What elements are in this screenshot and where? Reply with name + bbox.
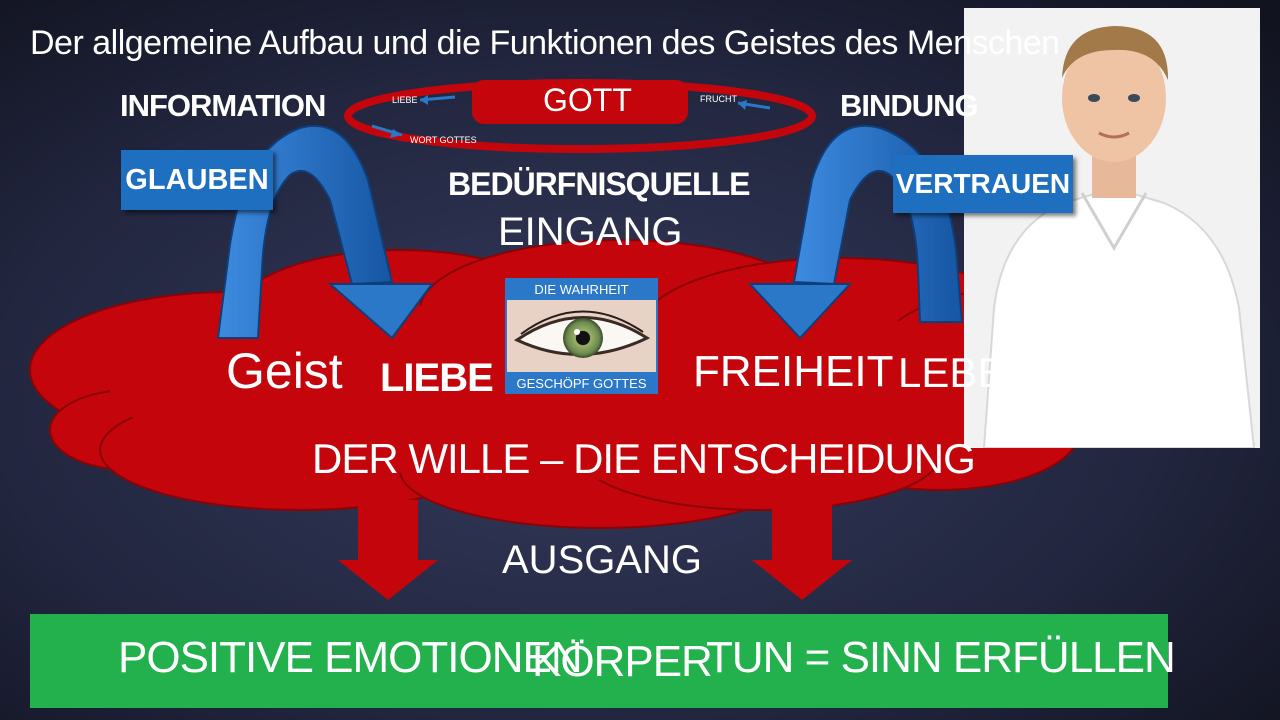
cloud-label-geist: Geist	[226, 343, 343, 399]
gott-ring	[344, 79, 816, 153]
label-bindung: BINDUNG	[840, 88, 979, 123]
cloud-label-freiheit: FREIHEIT	[693, 347, 894, 396]
output-tun-sinn-erfuellen: TUN = SINN ERFÜLLEN	[706, 633, 1176, 682]
eye-image-box: DIE WAHRHEIT GESCHÖPF GOTTES	[505, 278, 658, 394]
label-vertrauen: VERTRAUEN	[893, 155, 1073, 213]
cloud-label-liebe: LIEBE	[380, 356, 494, 400]
label-glauben: GLAUBEN	[121, 150, 273, 210]
label-gott: GOTT	[543, 82, 632, 118]
label-ausgang: AUSGANG	[502, 538, 703, 582]
output-arrows	[338, 480, 852, 600]
cloud-label-leben: LEBEN	[898, 349, 1036, 396]
page-title: Der allgemeine Aufbau und die Funktionen…	[30, 24, 1060, 62]
output-koerper: KÖRPER	[532, 637, 713, 686]
ring-label-wort-gottes: WORT GOTTES	[410, 135, 477, 145]
output-bar	[30, 614, 1168, 708]
eye-bottom-label: GESCHÖPF GOTTES	[505, 372, 658, 394]
output-positive-emotionen: POSITIVE EMOTIONEN	[118, 633, 583, 682]
presenter-photo	[964, 8, 1260, 448]
label-information: INFORMATION	[120, 88, 326, 123]
eye-top-label: DIE WAHRHEIT	[505, 278, 658, 300]
label-eingang: EINGANG	[498, 210, 683, 254]
ring-label-frucht: FRUCHT	[700, 94, 737, 104]
cloud-label-wille: DER WILLE – DIE ENTSCHEIDUNG	[312, 435, 976, 482]
ring-label-liebe: LIEBE	[392, 95, 418, 105]
eye-icon	[507, 300, 656, 372]
label-beduerfnisquelle: BEDÜRFNISQUELLE	[448, 166, 750, 202]
